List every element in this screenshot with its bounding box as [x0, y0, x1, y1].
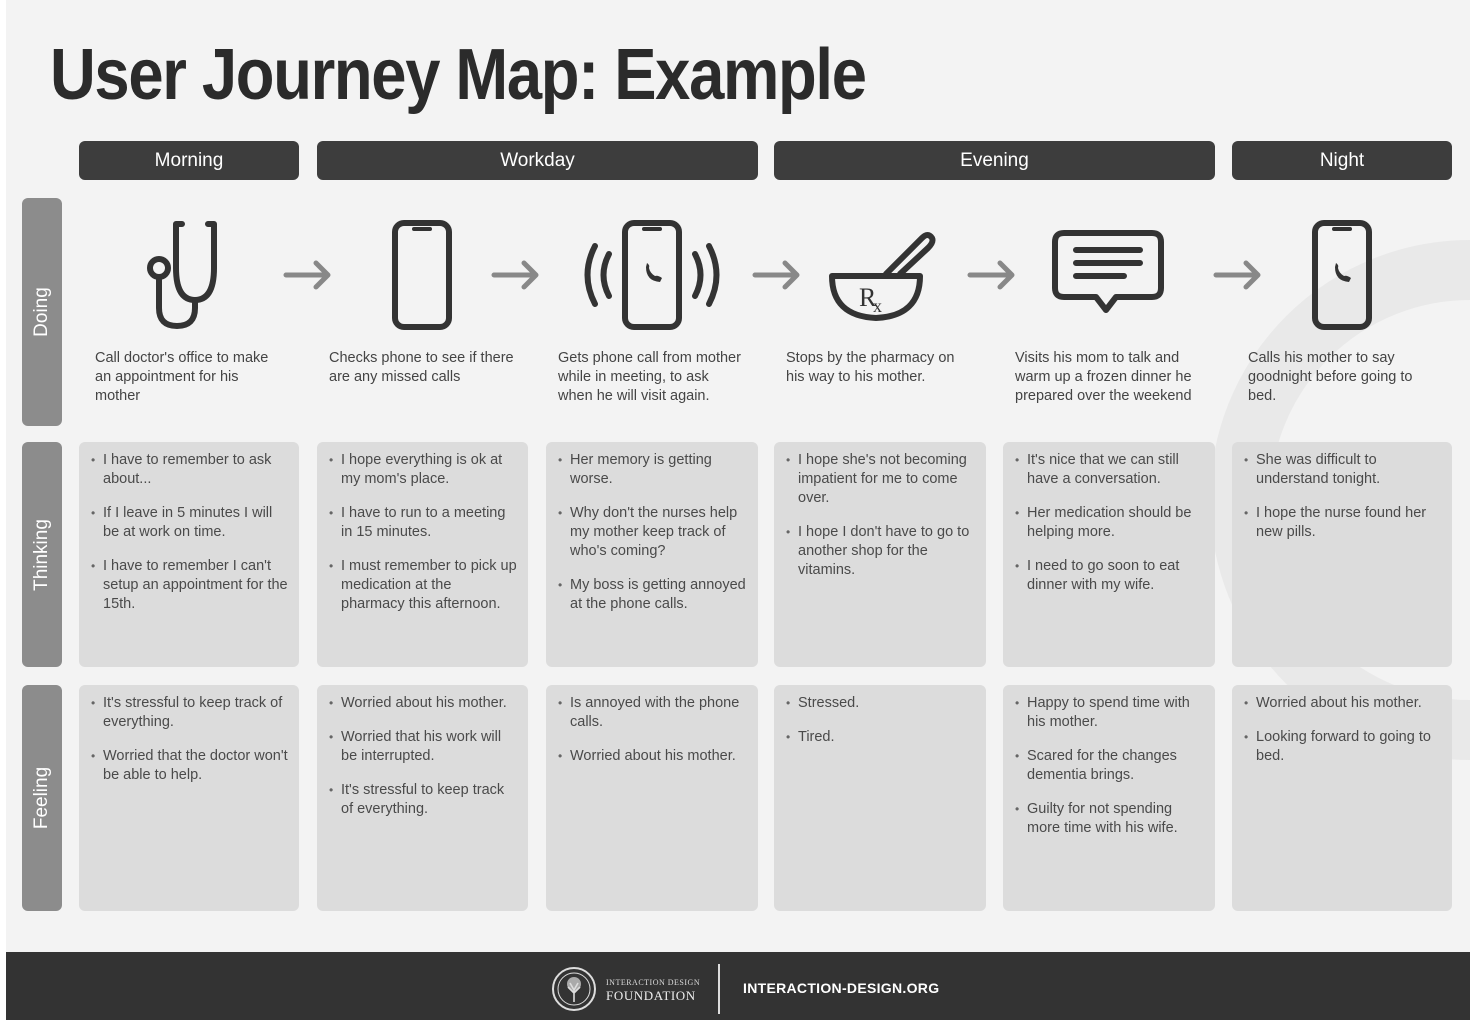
- list-item: Guilty for not spending more time with h…: [1013, 800, 1205, 838]
- arrow-right-icon: [967, 260, 1015, 290]
- foundation-seal-logo-icon: [552, 967, 596, 1011]
- list-item: Looking forward to going to bed.: [1242, 728, 1442, 766]
- list-item: Worried that his work will be interrupte…: [327, 728, 518, 766]
- doing-text-6: Calls his mother to say goodnight before…: [1248, 350, 1413, 404]
- feeling-card-3: Is annoyed with the phone calls. Worried…: [546, 685, 758, 911]
- footer-bar: INTERACTION DESIGN FOUNDATION INTERACTIO…: [6, 952, 1470, 1020]
- mortar-pestle-rx-icon: R x: [829, 232, 936, 321]
- foundation-name-small: INTERACTION DESIGN: [606, 978, 701, 987]
- list-item: My boss is getting annoyed at the phone …: [556, 576, 748, 614]
- list-item: She was difficult to understand tonight.: [1242, 451, 1442, 489]
- feeling-card-2: Worried about his mother. Worried that h…: [317, 685, 528, 911]
- feeling-card-4: Stressed. Tired.: [774, 685, 986, 911]
- thinking-card-6: She was difficult to understand tonight.…: [1232, 442, 1452, 667]
- doing-text-5: Visits his mom to talk and warm up a fro…: [1015, 350, 1192, 404]
- list-item: Why don't the nurses help my mother keep…: [556, 504, 748, 561]
- feeling-card-1: It's stressful to keep track of everythi…: [79, 685, 299, 911]
- phase-evening: Evening: [774, 141, 1215, 180]
- feeling-card-6: Worried about his mother. Looking forwar…: [1232, 685, 1452, 911]
- arrow-right-icon: [491, 260, 539, 290]
- list-item: Is annoyed with the phone calls.: [556, 694, 748, 732]
- phase-night: Night: [1232, 141, 1452, 180]
- mobile-phone-icon: [392, 220, 452, 330]
- list-item: It's stressful to keep track of everythi…: [89, 694, 289, 732]
- phase-label: Evening: [960, 149, 1029, 171]
- phase-label: Workday: [500, 149, 575, 171]
- list-item: It's stressful to keep track of everythi…: [327, 781, 518, 819]
- list-item: If I leave in 5 minutes I will be at wor…: [89, 504, 289, 542]
- doing-text-4: Stops by the pharmacy on his way to his …: [786, 350, 955, 385]
- arrow-right-icon: [283, 260, 331, 290]
- list-item: I hope I don't have to go to another sho…: [784, 523, 976, 580]
- list-item: Worried about his mother.: [1242, 694, 1442, 713]
- thinking-card-3: Her memory is getting worse. Why don't t…: [546, 442, 758, 667]
- row-label-text: Thinking: [31, 518, 52, 591]
- stethoscope-icon: [147, 221, 217, 329]
- list-item: I need to go soon to eat dinner with my …: [1013, 557, 1205, 595]
- incoming-call-phone-icon: [584, 220, 720, 330]
- list-item: I must remember to pick up medication at…: [327, 557, 518, 614]
- svg-text:x: x: [873, 296, 882, 316]
- list-item: It's nice that we can still have a conve…: [1013, 451, 1205, 489]
- journey-map-sheet: User Journey Map: Example Morning Workda…: [6, 0, 1470, 1020]
- footer-url-link[interactable]: INTERACTION-DESIGN.ORG: [743, 980, 940, 996]
- row-label-feeling: Feeling: [22, 685, 62, 911]
- footer-divider: [718, 964, 720, 1014]
- feeling-card-5: Happy to spend time with his mother. Sca…: [1003, 685, 1215, 911]
- list-item: Worried that the doctor won't be able to…: [89, 747, 289, 785]
- arrow-right-icon: [1213, 260, 1261, 290]
- list-item: Worried about his mother.: [556, 747, 748, 766]
- arrow-right-icon: [752, 260, 800, 290]
- chat-message-icon: [1052, 230, 1164, 313]
- list-item: Her medication should be helping more.: [1013, 504, 1205, 542]
- phase-workday: Workday: [317, 141, 758, 180]
- foundation-name: FOUNDATION: [606, 988, 696, 1003]
- list-item: Worried about his mother.: [327, 694, 518, 713]
- doing-text-3: Gets phone call from mother while in mee…: [558, 350, 741, 404]
- thinking-card-2: I hope everything is ok at my mom's plac…: [317, 442, 528, 667]
- svg-text:R: R: [859, 283, 877, 312]
- list-item: I have to run to a meeting in 15 minutes…: [327, 504, 518, 542]
- list-item: I hope the nurse found her new pills.: [1242, 504, 1442, 542]
- thinking-card-5: It's nice that we can still have a conve…: [1003, 442, 1215, 667]
- row-label-text: Feeling: [31, 766, 52, 830]
- list-item: I have to remember to ask about...: [89, 451, 289, 489]
- row-label-doing: Doing: [22, 198, 62, 426]
- list-item: Scared for the changes dementia brings.: [1013, 747, 1205, 785]
- phase-morning: Morning: [79, 141, 299, 180]
- list-item: Happy to spend time with his mother.: [1013, 694, 1205, 732]
- list-item: I hope everything is ok at my mom's plac…: [327, 451, 518, 489]
- list-item: I hope she's not becoming impatient for …: [784, 451, 976, 508]
- doing-text-1: Call doctor's office to make an appointm…: [95, 350, 269, 404]
- phase-label: Night: [1319, 149, 1365, 171]
- row-label-thinking: Thinking: [22, 442, 62, 667]
- list-item: Her memory is getting worse.: [556, 451, 748, 489]
- list-item: I have to remember I can't setup an appo…: [89, 557, 289, 614]
- thinking-card-4: I hope she's not becoming impatient for …: [774, 442, 986, 667]
- phone-call-icon: [1312, 220, 1372, 330]
- thinking-card-1: I have to remember to ask about... If I …: [79, 442, 299, 667]
- row-label-text: Doing: [31, 287, 52, 337]
- list-item: Stressed.: [784, 694, 976, 713]
- page-title: User Journey Map: Example: [50, 35, 867, 115]
- doing-text-2: Checks phone to see if there are any mis…: [329, 350, 514, 385]
- list-item: Tired.: [784, 728, 976, 747]
- phase-label: Morning: [154, 149, 224, 171]
